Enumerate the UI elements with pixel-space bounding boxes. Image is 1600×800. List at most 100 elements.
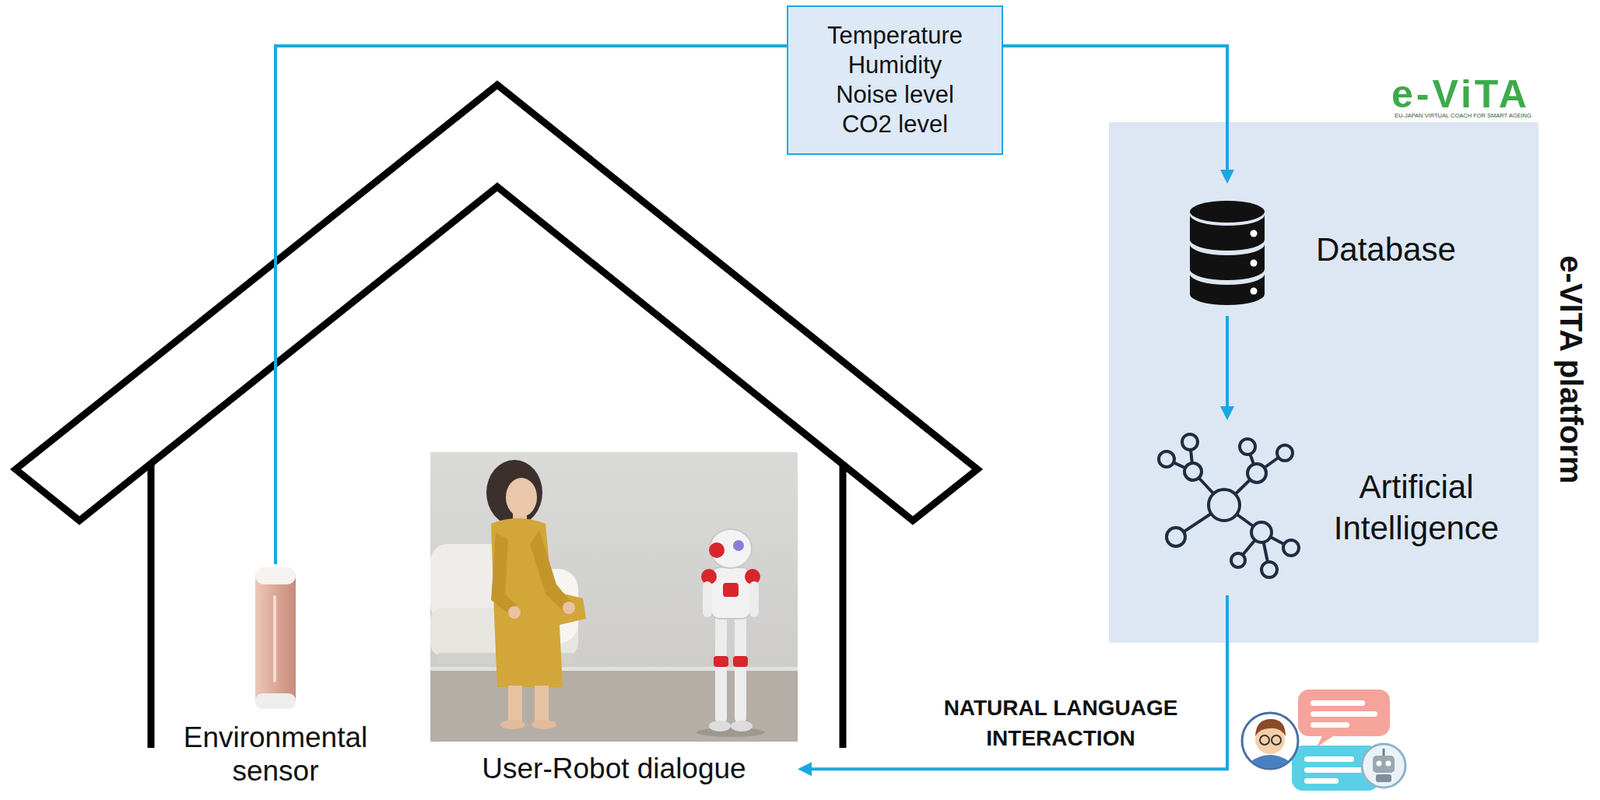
illustration-part [702, 581, 713, 618]
illustration-part [1277, 445, 1293, 461]
dialogue-photo-node: User-Robot dialogue [430, 452, 798, 786]
illustration-part [696, 727, 765, 737]
logo-wordmark-box: e-ViTA [1391, 74, 1530, 114]
illustration-part [1158, 451, 1175, 467]
illustration-part [505, 477, 537, 517]
node-caption: Environmental sensor [174, 721, 377, 788]
node-caption: User-Robot dialogue [481, 752, 746, 786]
illustration-part [1189, 200, 1265, 223]
illustration-part [734, 614, 747, 723]
illustration-part [709, 529, 752, 569]
arrow-head [1220, 406, 1235, 421]
robot-eye [1385, 761, 1392, 767]
illustration-part [1208, 489, 1240, 521]
box-text: Temperature [827, 21, 963, 51]
illustration-part [1261, 561, 1278, 578]
illustration-part [491, 518, 586, 688]
edge-label: NATURAL LANGUAGE INTERACTION [928, 692, 1193, 754]
ai-network-icon [1152, 431, 1302, 585]
ai-node: Artificial Intelligence [1147, 420, 1516, 596]
box-text: Humidity [848, 50, 943, 81]
bubble-line [1310, 700, 1365, 706]
dialogue-photo [430, 452, 798, 742]
illustration-part [508, 685, 523, 723]
illustration-part [1251, 522, 1272, 543]
connector-line [1225, 315, 1229, 408]
user-avatar [1242, 712, 1299, 769]
illustration-part [1250, 287, 1258, 295]
illustration-part [486, 459, 543, 526]
illustration-part [749, 581, 759, 618]
house-wall [839, 462, 847, 748]
platform-panel-fill [1108, 122, 1539, 643]
bubble-line [1304, 778, 1339, 784]
sensor-device [252, 564, 299, 713]
arrow-head [1220, 169, 1235, 184]
chat-icon [1242, 689, 1406, 791]
connector-line [1003, 45, 1228, 172]
illustration-part [733, 540, 744, 551]
speech-bubble [1298, 689, 1390, 737]
illustration-part [1189, 214, 1265, 251]
illustration-part [1182, 434, 1198, 450]
illustration-part [529, 529, 572, 613]
connector [1220, 315, 1235, 421]
sensor-data-box: TemperatureHumidityNoise levelCO2 level [786, 5, 1004, 155]
avatar-glasses [1271, 735, 1281, 745]
house-wall [147, 462, 155, 748]
platform-title: e-VITA platform [1552, 255, 1590, 484]
edge-label-box: NATURAL LANGUAGE INTERACTION [928, 692, 1193, 754]
illustration-part [273, 595, 277, 683]
avatar-hair [1255, 719, 1286, 737]
illustration-part [1231, 553, 1246, 568]
robot-head [1372, 755, 1395, 773]
illustration-part [722, 582, 739, 597]
connector [797, 595, 1228, 776]
illustration-part [710, 567, 751, 619]
node-label: Database [1315, 230, 1457, 270]
box-text: CO2 level [842, 109, 948, 140]
illustration-part [1283, 540, 1299, 556]
database-icon [1186, 199, 1269, 306]
illustration-part [715, 614, 727, 723]
illustration-part [1189, 273, 1265, 306]
illustration-part [1184, 463, 1202, 481]
illustration-part [708, 720, 731, 732]
bubble-line [1310, 722, 1350, 728]
illustration-part [713, 656, 729, 667]
environmental-sensor-node: Environmental sensor [166, 564, 385, 788]
illustration-part [491, 533, 516, 616]
bubble-line [1304, 756, 1355, 762]
illustration-part [430, 452, 798, 742]
connector [1003, 45, 1235, 184]
illustration-part [508, 606, 521, 619]
bubble-line [1310, 711, 1378, 717]
illustration-part [255, 567, 296, 585]
illustration-part [1189, 244, 1265, 281]
logo-wordmark: e-ViTA [1391, 74, 1530, 114]
robot-antenna [1382, 748, 1386, 756]
illustration-part [255, 567, 296, 709]
avatar-glasses [1259, 735, 1270, 745]
platform-panel: e-VITA platformDatabaseArtificial Intell… [1108, 122, 1539, 643]
bubble-line [1304, 767, 1364, 773]
illustration-part [255, 693, 296, 709]
illustration-part [531, 719, 557, 730]
avatar-shirt [1251, 754, 1289, 769]
bubble-tail [1316, 734, 1336, 748]
database-node: Database [1175, 183, 1471, 316]
logo-tagline: EU-JAPAN VIRTUAL COACH FOR SMART AGEING [1394, 112, 1532, 120]
illustration-part [1239, 438, 1256, 455]
illustration-part [534, 685, 549, 723]
illustration-part [733, 656, 748, 667]
illustration-part [500, 719, 526, 730]
connector-line [810, 595, 1228, 769]
illustration-part [562, 601, 576, 615]
arrow-head [797, 761, 812, 776]
illustration-part [1247, 463, 1267, 483]
box-text: Noise level [835, 80, 955, 110]
robot-eye [1376, 761, 1383, 767]
illustration-part [1166, 527, 1186, 547]
